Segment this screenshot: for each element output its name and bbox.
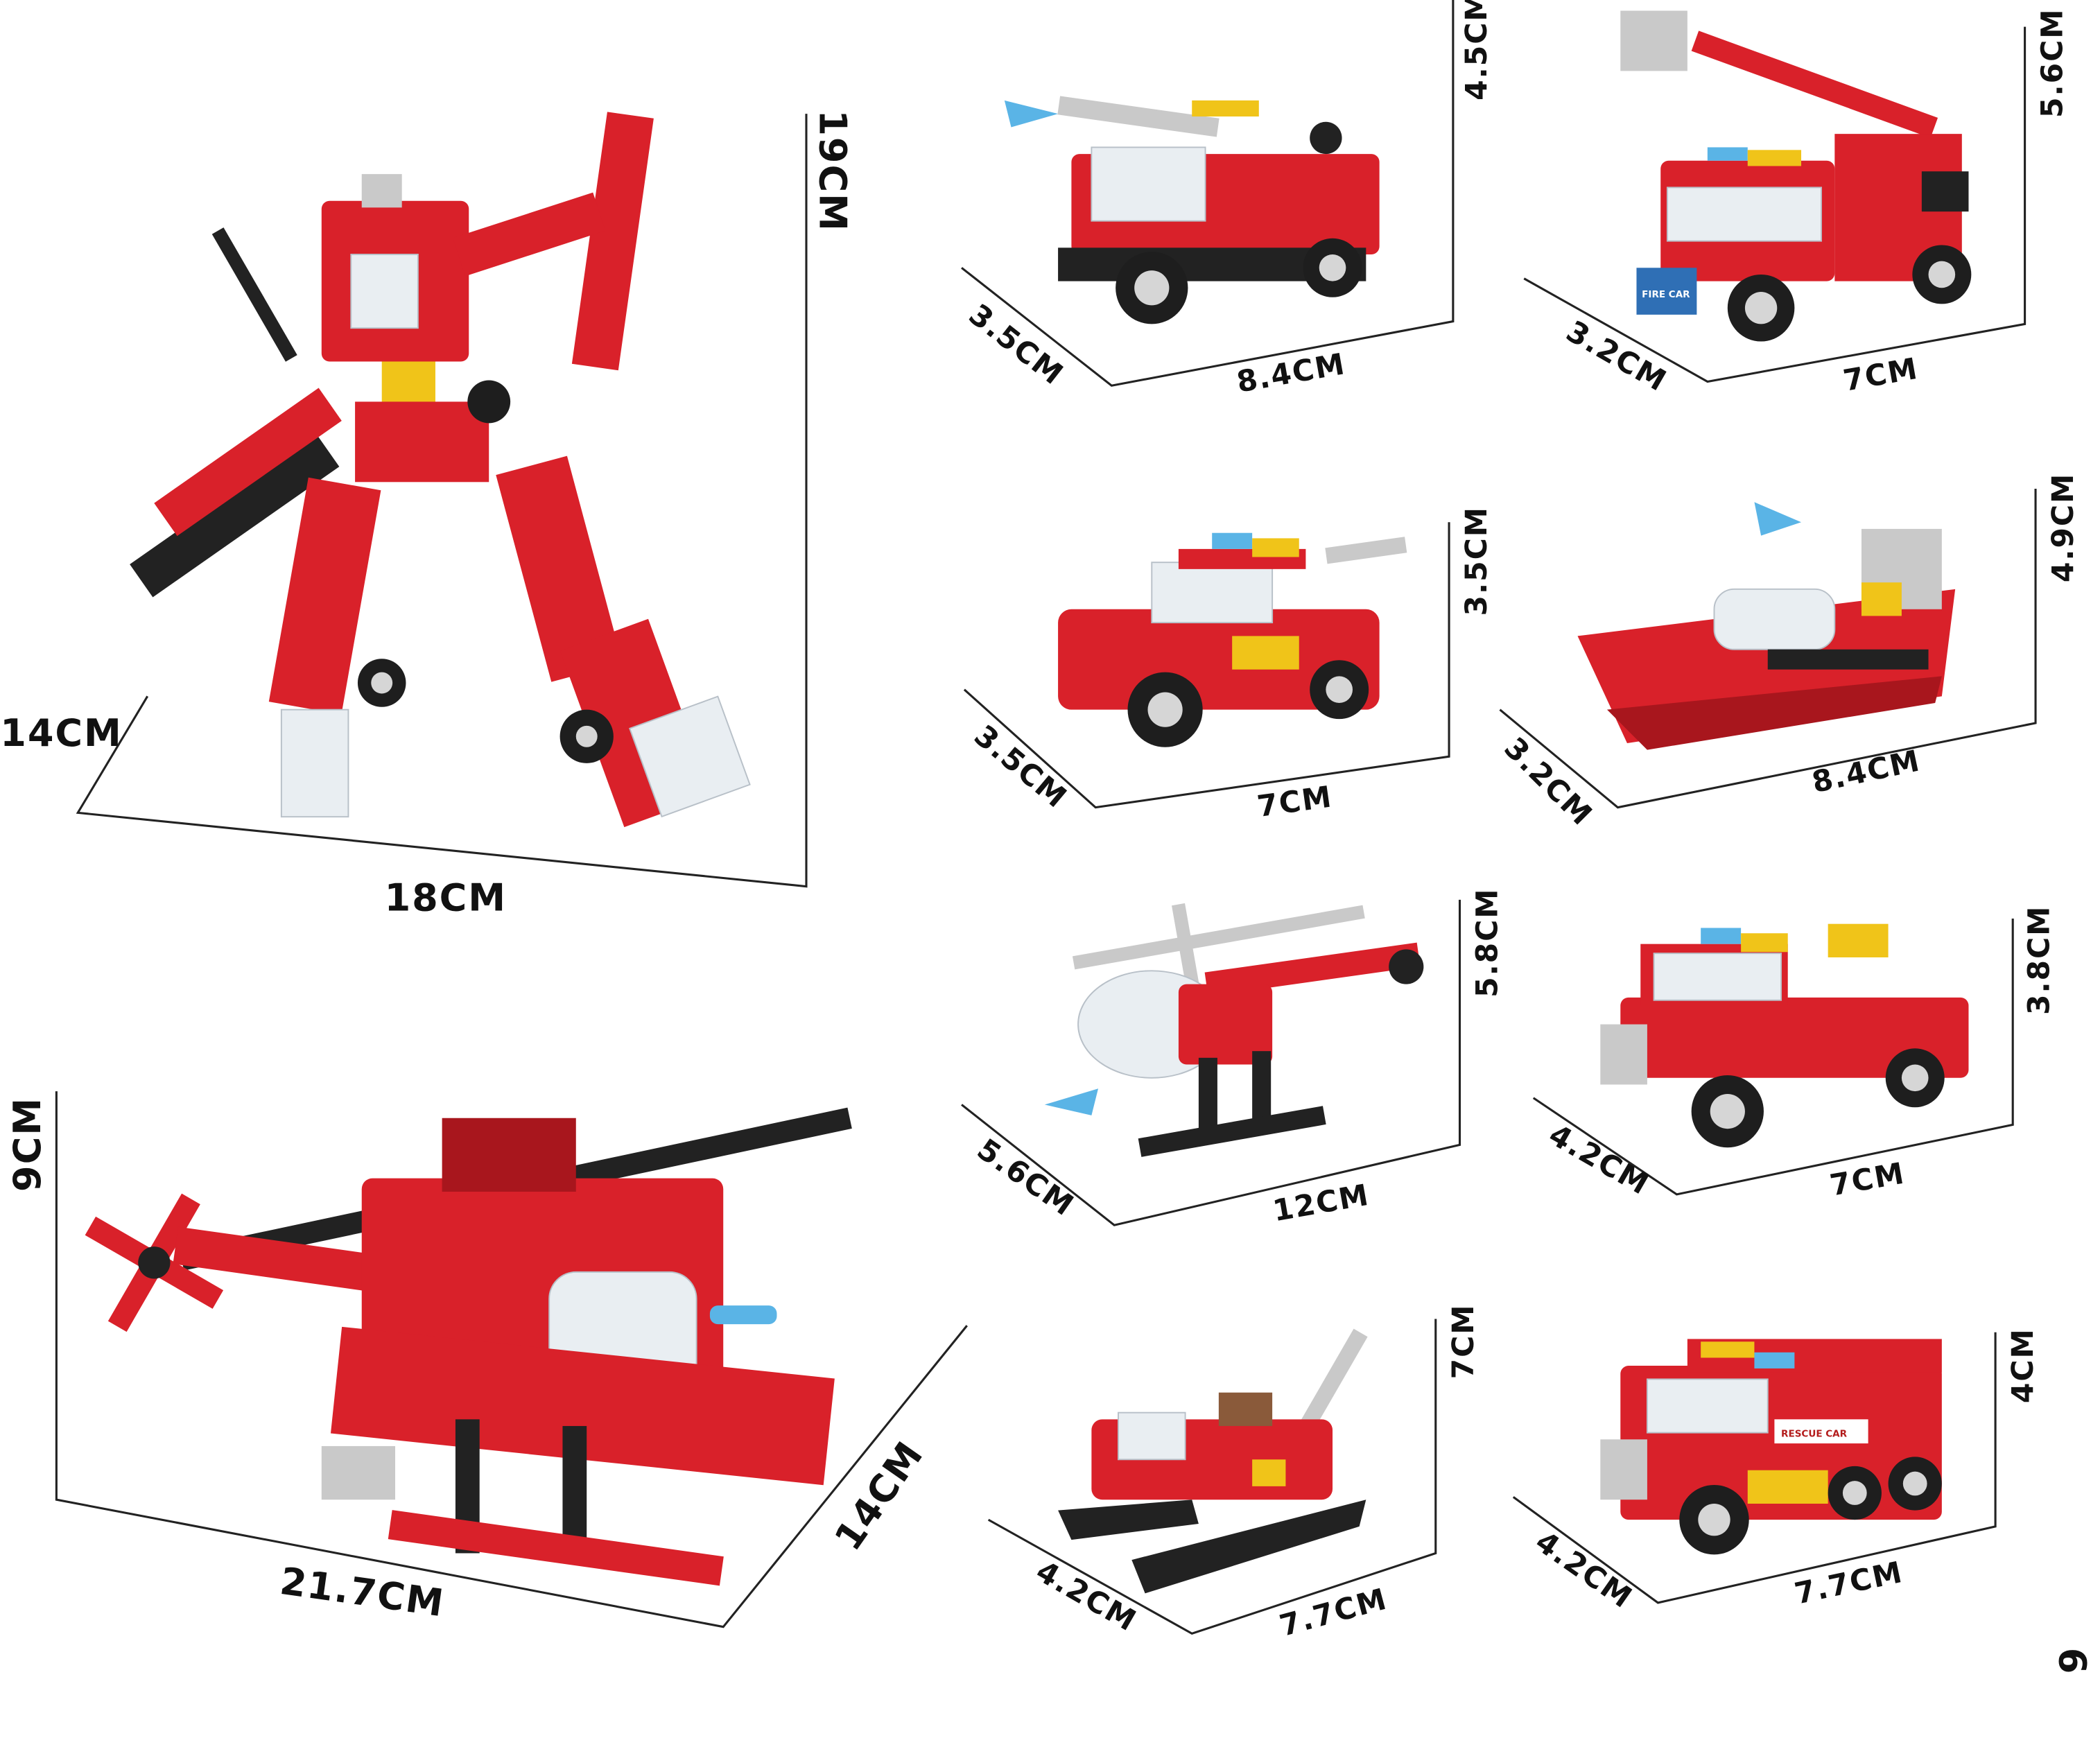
fire-suv-width-label: 7CM [1256, 780, 1335, 824]
large-helicopter-model [85, 1107, 852, 1586]
robot-dimensions: 19CM 14CM 18CM [0, 110, 854, 919]
edge-mark: 9 [2051, 1646, 2095, 1674]
pickup-truck-depth-label: 4.2CM [1543, 1118, 1656, 1203]
pickup-truck-height-label: 3.8CM [2022, 905, 2056, 1015]
ladder-truck-decal: FIRE CAR [1642, 289, 1690, 300]
rescue-car-model: RESCUE CAR [1600, 1339, 1942, 1555]
small-helicopter-height-label: 5.8CM [1471, 888, 1505, 998]
fire-truck-depth-label: 3.5CM [962, 298, 1070, 392]
large-helicopter-height-label: 9CM [6, 1097, 49, 1192]
fire-suv-height-label: 3.5CM [1460, 506, 1494, 616]
fire-suv-model [1058, 532, 1407, 747]
fire-boat-model [1577, 502, 1956, 750]
rescue-car-height-label: 4CM [2006, 1328, 2040, 1403]
robot-width-label: 18CM [385, 876, 507, 919]
pickup-truck-width-label: 7CM [1828, 1156, 1908, 1203]
snow-sled-model [1058, 1328, 1368, 1594]
ladder-truck-height-label: 5.6CM [2036, 8, 2070, 118]
rescue-car-decal: RESCUE CAR [1781, 1428, 1848, 1439]
rescue-car-depth-label: 4.2CM [1529, 1525, 1638, 1616]
fire-boat-depth-label: 3.2CM [1498, 731, 1599, 833]
fire-boat-width-label: 8.4CM [1809, 744, 1923, 800]
fire-boat-height-label: 4.9CM [2047, 473, 2081, 582]
small-helicopter-model [1044, 903, 1424, 1157]
robot-depth-label: 14CM [0, 711, 122, 755]
ladder-truck-depth-label: 3.2CM [1561, 315, 1673, 399]
fire-truck-model [1004, 96, 1380, 324]
fire-suv-depth-label: 3.5CM [967, 719, 1073, 815]
pickup-truck-model [1600, 923, 1969, 1148]
snow-sled-width-label: 7.7CM [1276, 1583, 1391, 1644]
fire-truck-height-label: 4.5CM [1460, 0, 1494, 101]
large-helicopter-depth-label: 14CM [826, 1433, 932, 1558]
ladder-truck-model: FIRE CAR [1620, 10, 1972, 342]
ladder-truck-width-label: 7CM [1841, 352, 1921, 399]
rescue-car-width-label: 7.7CM [1791, 1556, 1906, 1612]
fire-truck-width-label: 8.4CM [1234, 347, 1348, 400]
robot-height-label: 19CM [810, 110, 854, 232]
robot-model [130, 112, 751, 828]
small-helicopter-depth-label: 5.6CM [971, 1133, 1080, 1224]
snow-sled-height-label: 7CM [1447, 1304, 1481, 1380]
